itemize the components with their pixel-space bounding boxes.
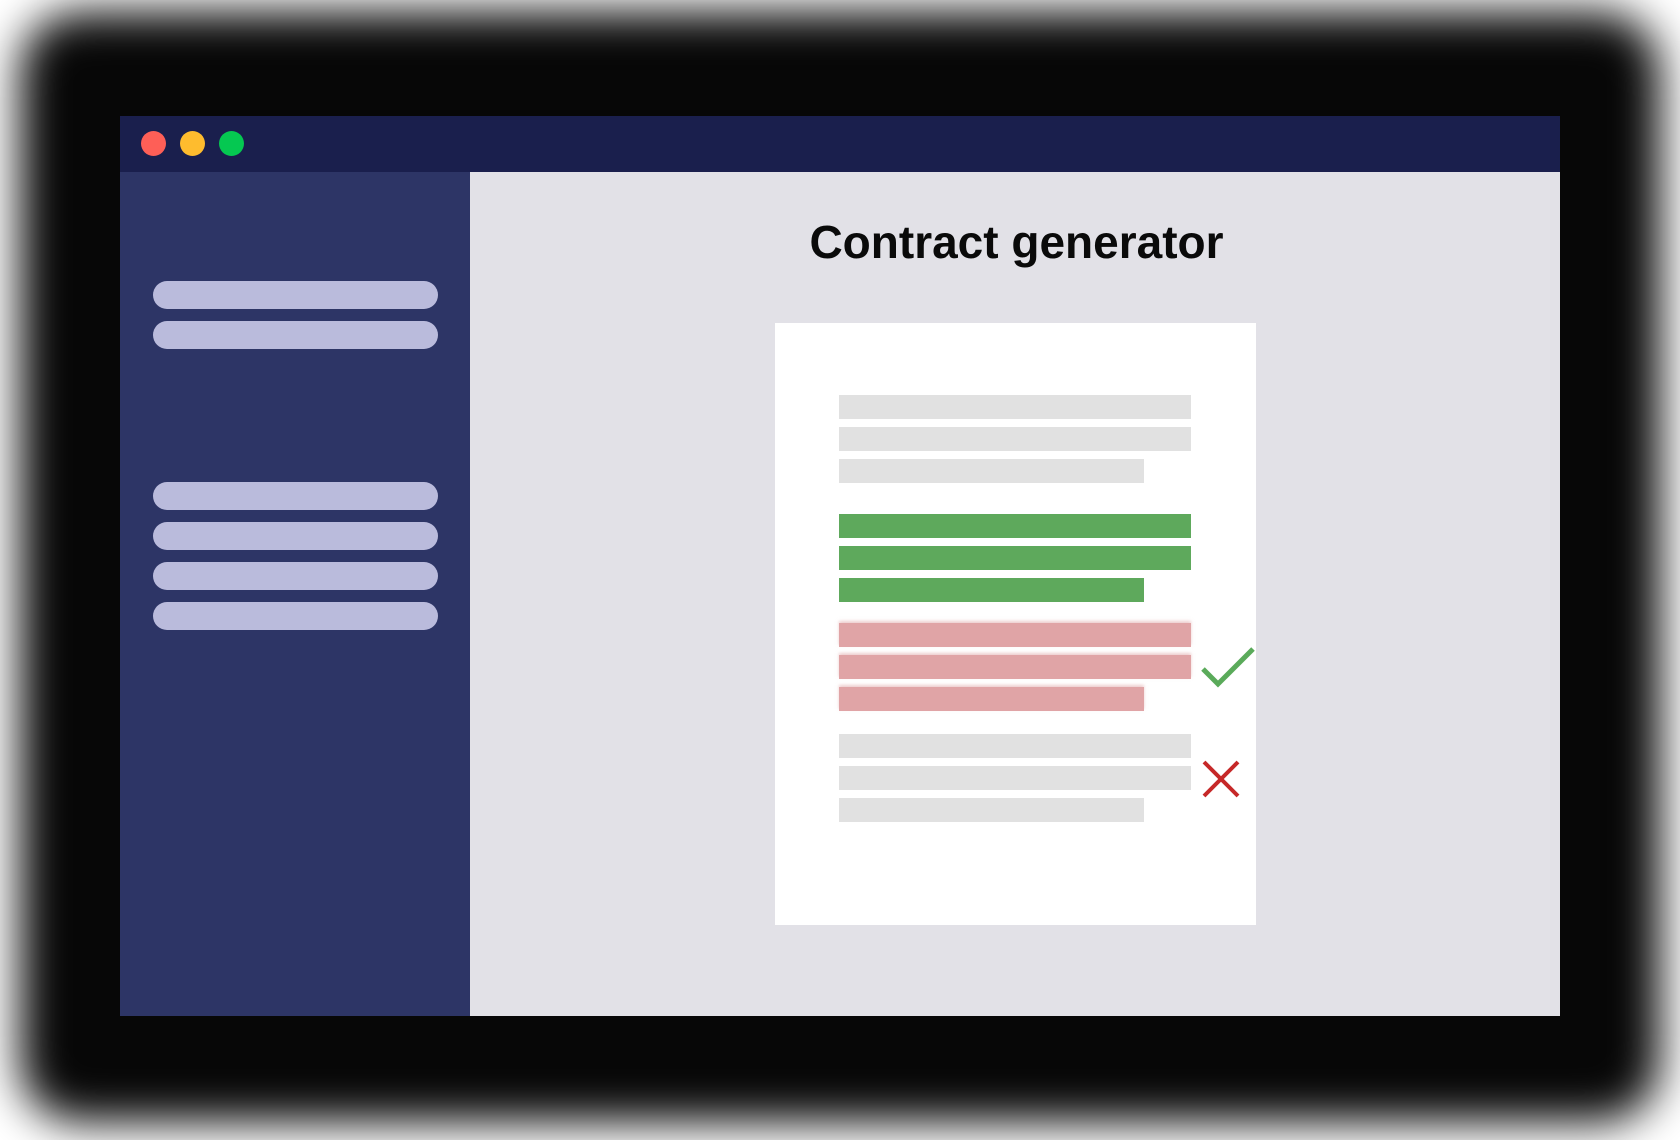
approved-clause-line [839,578,1144,602]
text-line-placeholder [839,766,1191,790]
minimize-window-button[interactable] [180,131,205,156]
title-bar [120,116,1560,172]
page-title: Contract generator [809,216,1224,268]
rejected-clause-line [839,687,1144,711]
close-window-button[interactable] [141,131,166,156]
approved-clause-line [839,514,1191,538]
text-line-placeholder [839,427,1191,451]
rejected-clause-line [839,655,1191,679]
contract-document [775,323,1256,925]
sidebar-item-placeholder[interactable] [153,321,438,349]
sidebar-item-placeholder[interactable] [153,281,438,309]
app-window: Contract generator [120,116,1560,1016]
text-line-placeholder [839,798,1144,822]
rejected-clause-line [839,623,1191,647]
main-content: Contract generator [470,172,1560,1016]
sidebar-item-placeholder[interactable] [153,602,438,630]
text-line-placeholder [839,734,1191,758]
x-icon [1202,760,1240,798]
sidebar-item-placeholder[interactable] [153,562,438,590]
approved-clause-line [839,546,1191,570]
text-line-placeholder [839,459,1144,483]
maximize-window-button[interactable] [219,131,244,156]
text-line-placeholder [839,395,1191,419]
sidebar-item-placeholder[interactable] [153,482,438,510]
check-icon [1201,647,1255,688]
sidebar-item-placeholder[interactable] [153,522,438,550]
sidebar [120,172,470,1016]
